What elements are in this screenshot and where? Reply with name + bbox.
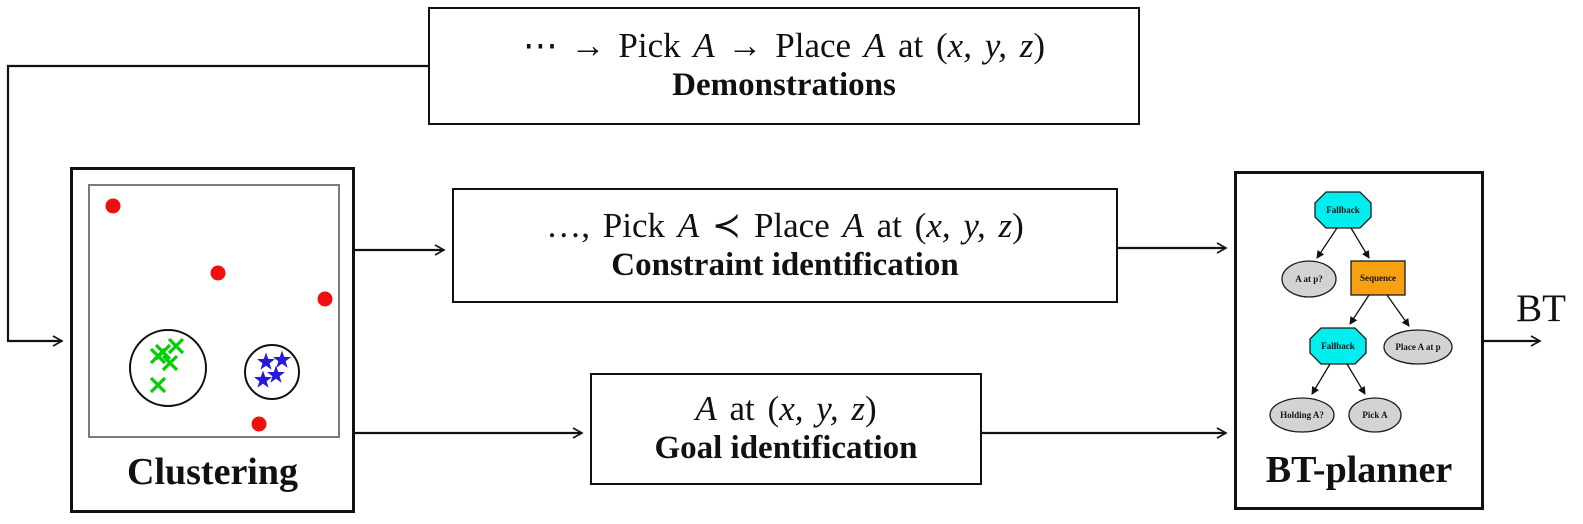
edge-fallback-to-holding [1311, 363, 1331, 395]
variable-a: A [693, 26, 715, 66]
constraint-label: Constraint identification [611, 246, 959, 283]
demonstrations-label: Demonstrations [672, 67, 896, 104]
pick-a-ellipse [1348, 397, 1402, 433]
blue-star-marker [257, 352, 275, 370]
formula-text: at [716, 389, 768, 429]
fallback-inner-octagon [1309, 327, 1367, 365]
green-cross-marker [149, 376, 167, 394]
constraint-formula: …, Pick A ≺ Place A at (x, y, z) [546, 206, 1023, 246]
variable-a: A [842, 205, 864, 245]
cluster-circle [244, 344, 300, 400]
edge-root-to-condition [1316, 227, 1338, 259]
demonstrations-box: ⋯ → Pick A → Place A at (x, y, z) Demons… [428, 7, 1140, 125]
clustering-label: Clustering [127, 451, 298, 493]
blue-star-marker [254, 370, 272, 388]
blue-star-marker [267, 365, 285, 383]
fallback-inner-label: Fallback [1321, 341, 1355, 351]
green-cross-marker [154, 343, 172, 361]
formula-text: ⋯ → Pick [522, 26, 694, 66]
cluster-circle [129, 329, 207, 407]
formula-text: …, Pick [546, 205, 678, 245]
constraint-box: …, Pick A ≺ Place A at (x, y, z) Constra… [452, 188, 1118, 303]
blue-star-marker [273, 350, 291, 368]
edge-sequence-to-fallback [1349, 294, 1370, 325]
clustering-box: Clustering [70, 167, 355, 513]
red-dot [105, 198, 121, 214]
edge-fallback-to-pick [1346, 363, 1366, 395]
holding-a-ellipse [1269, 397, 1335, 433]
goal-formula: A at (x, y, z) [695, 389, 876, 429]
fallback-root-label: Fallback [1326, 205, 1360, 215]
bt-planner-label: BT-planner [1265, 449, 1453, 491]
edge-sequence-to-place [1386, 294, 1410, 327]
goal-label: Goal identification [654, 430, 918, 467]
paren: ( [767, 389, 780, 429]
green-cross-marker [161, 354, 179, 372]
formula-text: at [863, 205, 915, 245]
sequence-label: Sequence [1360, 273, 1396, 283]
goal-box: A at (x, y, z) Goal identification [590, 373, 982, 485]
clustering-scatter [88, 184, 340, 438]
precedes-operator: ≺ Place [699, 205, 843, 245]
sequence-rect [1350, 260, 1406, 296]
variable-a: A [863, 26, 886, 66]
formula-text: at [885, 26, 936, 66]
bt-tree: Fallback A at p? Sequence Fallback Place… [1269, 191, 1453, 433]
place-a-at-p-label: Place A at p [1395, 342, 1440, 352]
place-a-at-p-ellipse [1383, 329, 1453, 365]
bt-planner-box: Fallback A at p? Sequence Fallback Place… [1234, 171, 1484, 510]
fallback-root-octagon [1314, 191, 1372, 229]
paren: ) [1012, 205, 1024, 245]
red-dot [210, 265, 226, 281]
bt-output-label: BT [1516, 287, 1566, 330]
variable-a: A [695, 389, 717, 429]
a-at-p-condition-ellipse [1281, 260, 1337, 298]
coords-xyz: x, y, z [779, 389, 865, 429]
holding-a-label: Holding A? [1280, 410, 1324, 420]
red-dot [317, 291, 333, 307]
coords-xyz: x, y, z [926, 205, 1013, 245]
red-dot [251, 416, 267, 432]
variable-a: A [677, 205, 700, 245]
demonstrations-formula: ⋯ → Pick A → Place A at (x, y, z) [523, 26, 1045, 66]
paren: ( [914, 205, 927, 245]
coords-xyz: x, y, z [947, 26, 1034, 66]
edge-root-to-sequence [1350, 227, 1370, 259]
paren: ) [1033, 26, 1046, 66]
paren: ) [864, 389, 877, 429]
a-at-p-label: A at p? [1295, 274, 1323, 284]
pick-a-label: Pick A [1362, 410, 1388, 420]
formula-text: → Place [714, 26, 864, 66]
paren: ( [936, 26, 948, 66]
scatter-frame [88, 184, 340, 438]
green-cross-marker [167, 337, 185, 355]
